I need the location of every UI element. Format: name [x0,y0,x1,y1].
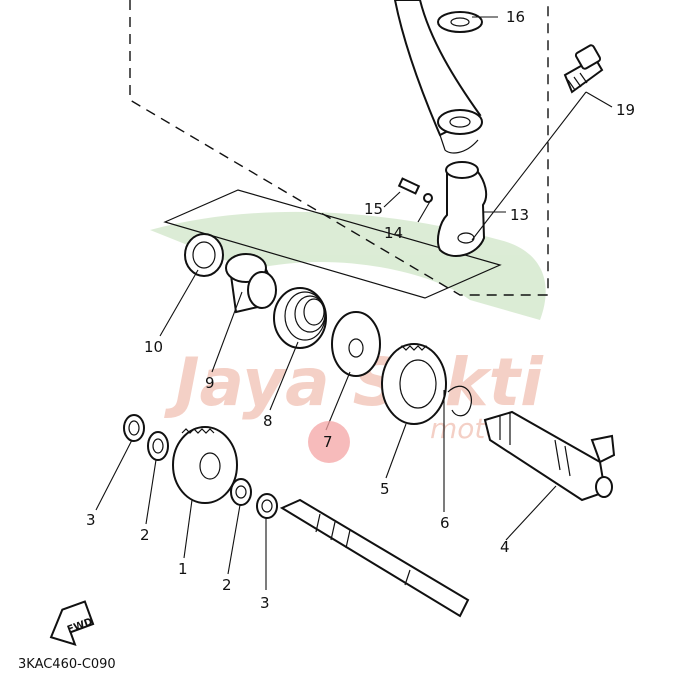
diagram-code: 3KAC460-C090 [18,657,116,672]
callout-19: 19 [616,101,635,119]
part-13-kick-boss [437,161,488,257]
callout-4: 4 [500,538,510,556]
callout-2-lower: 2 [222,576,232,594]
callout-2-upper: 2 [140,526,150,544]
kick-lever-arm [393,0,483,154]
part-3-circlip-lower [256,493,278,519]
callout-13: 13 [510,206,529,224]
callout-9: 9 [205,374,215,392]
part-19-bolt [563,44,604,94]
callout-1: 1 [178,560,188,578]
sub-assembly-outline [163,189,502,299]
callout-14: 14 [384,224,403,242]
part-2-washer-lower [230,478,252,506]
leader-lines [95,16,613,590]
callout-6: 6 [440,514,450,532]
part-10-bearing [184,233,224,277]
idle-gear-shaft [279,498,470,618]
part-1-idle-gear [172,426,238,504]
part-7-washer [331,311,381,377]
callout-8: 8 [263,412,273,430]
callout-15: 15 [364,200,383,218]
part-4-kick-shaft [483,410,616,502]
part-15-pin [397,177,421,195]
part-5-kick-gear [381,343,447,425]
part-8-torsion-spring [273,287,327,349]
assembly-boundary-dashed [129,0,549,296]
callout-10: 10 [144,338,163,356]
part-16-washer [437,11,483,33]
part-9-collar [225,253,277,314]
callout-3-lower: 3 [260,594,270,612]
callout-labels: 16 19 15 13 14 10 9 8 7 5 6 4 3 2 1 2 3 [86,8,635,612]
callout-7: 7 [323,433,333,451]
callout-3-upper: 3 [86,511,96,529]
callout-5: 5 [380,480,390,498]
part-3-circlip-upper [123,414,145,442]
fwd-arrow-icon: FWD [49,600,95,647]
part-2-washer-upper [147,431,169,461]
callout-16: 16 [506,8,525,26]
highlight-marker [308,421,350,463]
part-6-circlip [447,385,472,417]
